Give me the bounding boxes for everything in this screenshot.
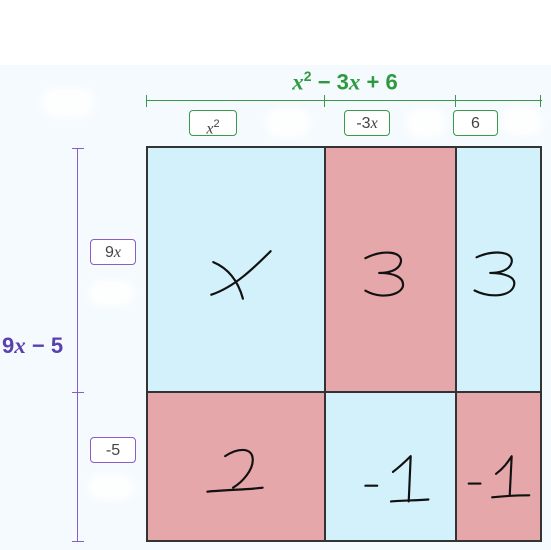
cell-r2-c1[interactable] [147,392,325,541]
left-term-neg5[interactable]: -5 [90,437,136,463]
top-factor-label: x2 − 3x + 6 [292,68,398,95]
handwritten-3 [473,251,516,297]
area-model-grid [146,146,542,542]
handwritten-3 [364,251,405,297]
top-term-6[interactable]: 6 [453,110,498,136]
erased-smudge [266,108,310,138]
erased-smudge [502,106,542,136]
cell-r2-c2[interactable] [325,392,456,541]
cell-r1-c3[interactable] [456,147,541,392]
cell-r1-c2[interactable] [325,147,456,392]
handwritten-neg1 [364,455,430,503]
left-factor-label: 9x − 5 [2,333,64,358]
top-term-neg3x[interactable]: -3x [344,110,390,136]
erased-smudge [406,108,446,138]
handwritten-neg1 [467,455,531,499]
top-dimension-bracket [146,95,542,107]
handwritten-x [210,250,272,300]
cell-r2-c3[interactable] [456,392,541,541]
left-dimension-bracket [72,148,84,542]
erased-smudge [88,280,134,306]
top-term-x-squared[interactable]: x2 [189,110,237,137]
left-term-9x[interactable]: 9x [90,239,136,265]
handwritten-1 [206,448,264,493]
erased-smudge [88,474,134,500]
erased-smudge [42,88,94,118]
cell-r1-c1[interactable] [147,147,325,392]
